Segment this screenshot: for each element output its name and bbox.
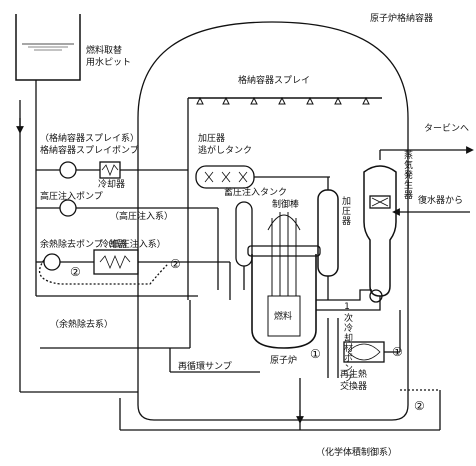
control-rod-label: 制御棒 [272,200,300,210]
control-rods [267,212,301,296]
cvcs-label: （化学体積制御系） [316,448,398,458]
cs-pump-symbol [59,161,77,179]
hp-system-label: （高圧注入系） [110,212,174,222]
rhr-pump-symbol [43,253,61,271]
pressurizer-vessel [317,189,339,277]
marker-1-reactor: ① [310,347,321,361]
primary-pump-symbol [369,289,383,303]
reactor-label: 原子炉 [270,356,298,366]
to-turbine-label: タービンへ [424,124,470,134]
marker-2-rhr-right: ② [170,257,181,271]
cs-cooler-label: 冷却器 [98,180,126,190]
marker-2-cvcs: ② [414,399,425,413]
fuel-label: 燃料 [274,312,293,322]
marker-2-rhr-left: ② [70,265,81,279]
hp-pump-symbol [59,199,77,217]
containment-vessel-outline [137,21,409,421]
reactor-vessel [251,254,317,349]
fuel-pit-label-line2: 用水ピット [86,58,132,68]
cs-pump-label: 格納容器スプレイポンプ [40,146,139,156]
accumulator-label: 蓄圧注入タンク [224,188,288,198]
fuel-pit-tank [15,14,81,81]
regen-hx-label-line2: 交換器 [340,382,368,392]
marker-1-regen: ① [392,345,403,359]
relief-tank-label-line1: 加圧器 [198,134,226,144]
cs-system-label: （格納容器スプレイ系） [40,134,140,144]
containment-spray-label: 格納容器スプレイ [238,76,311,86]
pressurizer-label: 加圧器 [340,196,350,226]
rhr-cooler-label: 冷却器 [100,240,128,250]
rhr-system-label: （余熱除去系） [50,320,114,330]
steam-generator-label: 蒸気発生器 [402,150,412,200]
relief-tank [195,165,255,189]
containment-vessel-label: 原子炉格納容器 [370,14,434,24]
rhr-pump-label: 余熱除去ポンプ（低圧注入系） [40,240,166,250]
sump-label: 再循環サンプ [178,362,232,372]
steam-generator [363,165,397,297]
regen-hx-label-line1: 再生熱 [340,370,368,380]
primary-pump-label: 1次冷却材ポンプ [342,302,352,383]
fuel-pit-label-line1: 燃料取替 [86,46,123,56]
rhr-cooler-symbol [93,249,139,275]
from-condenser-label: 復水器から [418,196,464,206]
relief-tank-label-line2: 逃がしタンク [198,146,253,156]
hp-pump-label: 高圧注入ポンプ [40,192,103,202]
fuel-core [267,295,301,337]
spray-nozzles [196,96,370,105]
